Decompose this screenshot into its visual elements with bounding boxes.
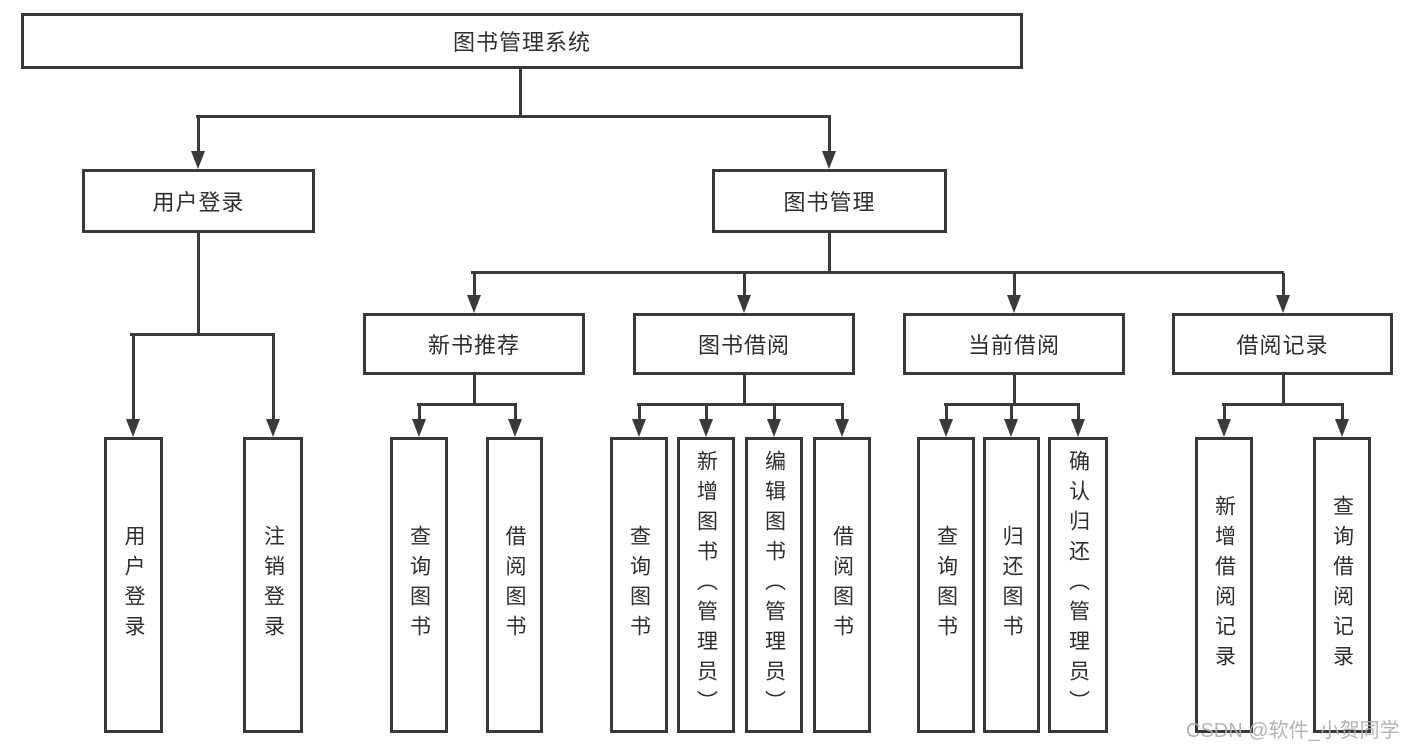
leaf-label: 查询图书 [407,525,431,645]
leaf-label: 借阅图书 [830,525,854,645]
node-root-label: 图书管理系统 [452,30,591,55]
node-book-borrow: 图书借阅 [633,313,855,375]
leaf-label: 归还图书 [1000,525,1023,645]
arrowhead-down-icon [412,419,426,437]
connector-newbook-stem [472,375,476,406]
leaf-label: 借阅图书 [503,525,526,645]
connector-drop [132,335,135,423]
connector-drop [827,117,831,155]
connector-drop [513,405,517,423]
arrowhead-down-icon [1007,295,1021,313]
arrowhead-down-icon [767,419,781,437]
leaf-edit-book-admin: 编辑图书（管理员） [745,437,803,733]
connector-newbook-split [417,403,517,406]
node-book-mgmt: 图书管理 [712,169,947,233]
node-current-borrow: 当前借阅 [903,313,1125,375]
connector-drop [271,335,275,423]
node-borrow-record: 借阅记录 [1172,313,1393,375]
connector-currentborrow-stem [1012,375,1016,406]
node-root: 图书管理系统 [21,13,1023,69]
connector-drop [944,405,948,423]
connector-bookmgmt-split [471,271,1284,274]
arrowhead-down-icon [699,419,713,437]
leaf-query-borrow-record: 查询借阅记录 [1313,437,1371,733]
leaf-return-book: 归还图书 [983,437,1040,733]
leaf-borrow-book-1: 借阅图书 [486,437,543,733]
node-user-login-label: 用户登录 [152,190,245,215]
connector-drop [472,273,476,299]
leaf-add-borrow-record: 新增借阅记录 [1195,437,1253,733]
arrowhead-down-icon [632,419,646,437]
leaf-label: 注销登录 [261,525,285,645]
leaf-query-book-2: 查询图书 [610,437,668,733]
node-new-book-label: 新书推荐 [427,333,520,358]
connector-drop [840,405,844,423]
leaf-add-book-admin: 新增图书（管理员） [677,437,735,733]
arrowhead-down-icon [508,419,522,437]
arrowhead-down-icon [835,419,849,437]
node-user-login: 用户登录 [82,169,315,233]
arrowhead-down-icon [822,151,836,169]
leaf-label: 编辑图书（管理员） [762,450,786,720]
connector-drop [1222,405,1226,423]
connector-drop [1281,273,1285,299]
arrowhead-down-icon [191,151,205,169]
leaf-label: 确认归还（管理员） [1066,450,1090,720]
connector-borrowrecord-stem [1281,375,1285,406]
node-book-borrow-label: 图书借阅 [697,333,790,358]
arrowhead-down-icon [1004,419,1018,437]
node-current-borrow-label: 当前借阅 [967,333,1060,358]
leaf-query-book-3: 查询图书 [917,437,975,733]
connector-root-split [196,115,831,118]
connector-drop [1009,405,1013,423]
connector-root-stem [519,69,522,117]
connector-drop [637,405,641,423]
arrowhead-down-icon [1276,295,1290,313]
leaf-label: 查询借阅记录 [1330,495,1354,675]
node-book-mgmt-label: 图书管理 [783,190,876,215]
arrowhead-down-icon [737,295,751,313]
connector-currentborrow-split [944,403,1080,406]
arrowhead-down-icon [939,419,953,437]
arrowhead-down-icon [467,295,481,313]
arrowhead-down-icon [266,419,280,437]
leaf-label: 查询图书 [934,525,958,645]
leaf-confirm-return-admin: 确认归还（管理员） [1048,437,1108,733]
connector-bookborrow-split [637,403,844,406]
watermark: CSDN @软件_小贺同学 [1186,720,1400,742]
node-borrow-record-label: 借阅记录 [1236,333,1329,358]
arrowhead-down-icon [1217,419,1231,437]
connector-userlogin-split [130,333,275,336]
connector-drop [196,117,200,155]
leaf-user-login: 用户登录 [104,437,163,733]
connector-drop [1340,405,1344,423]
leaf-label: 用户登录 [122,525,145,645]
node-new-book: 新书推荐 [363,313,585,375]
connector-drop [1076,405,1080,423]
connector-drop [1012,273,1016,299]
leaf-borrow-book-2: 借阅图书 [813,437,871,733]
leaf-logout: 注销登录 [243,437,303,733]
connector-drop [704,405,708,423]
connector-drop [742,273,746,299]
leaf-label: 新增借阅记录 [1212,495,1236,675]
arrowhead-down-icon [1335,419,1349,437]
leaf-label: 查询图书 [627,525,651,645]
connector-borrowrecord-split [1222,403,1344,406]
leaf-query-book-1: 查询图书 [390,437,448,733]
connector-userlogin-stem [196,233,200,336]
connector-drop [417,405,421,423]
connector-bookborrow-stem [742,375,746,406]
arrowhead-down-icon [126,419,140,437]
arrowhead-down-icon [1071,419,1085,437]
connector-bookmgmt-stem [827,233,831,274]
leaf-label: 新增图书（管理员） [694,450,718,720]
connector-drop [772,405,776,423]
